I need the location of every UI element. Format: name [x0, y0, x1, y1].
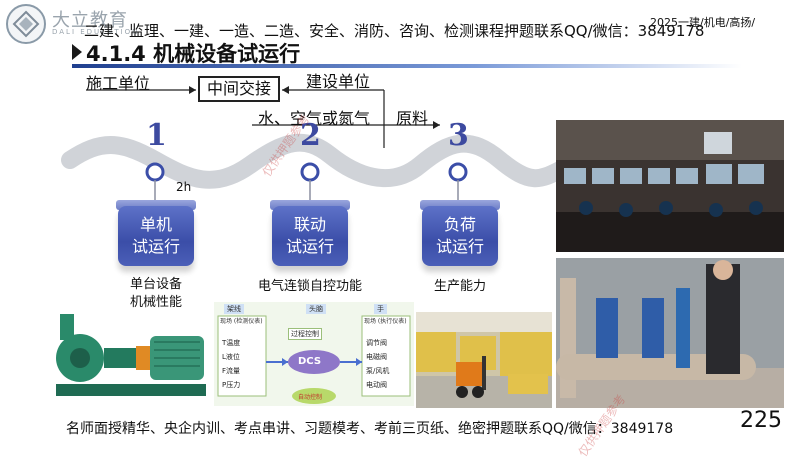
- dcs-top-mid: 头脑: [306, 304, 326, 314]
- stage-3-title: 负荷: [443, 215, 476, 234]
- dcs-right-item: 调节阀: [366, 339, 387, 347]
- stage-2-number: 2: [300, 118, 321, 153]
- stage-3-number: 3: [448, 118, 469, 153]
- slurry-pump-photo: [46, 306, 214, 402]
- stage-3-tab: [420, 200, 500, 210]
- stage-1-desc-line2: 机械性能: [129, 295, 182, 310]
- footer-ad-banner: 名师面授精华、央企内训、考点串讲、习题模考、考前三页纸、绝密押题联系QQ/微信：…: [66, 421, 674, 437]
- stage-1-description: 单台设备 机械性能: [108, 276, 204, 312]
- stage-2-subtitle: 试运行: [285, 237, 334, 256]
- dcs-left-item: L液位: [222, 353, 240, 361]
- stage-2-description: 电气连锁自控功能: [257, 279, 362, 294]
- dcs-top-right: 手: [374, 304, 387, 314]
- dcs-left-item: P压力: [222, 381, 241, 389]
- stage-1-card: 单机 试运行: [118, 206, 194, 266]
- dcs-left-box-title: 现场 (检测仪表): [220, 318, 263, 325]
- dcs-process-control: 过程控制: [288, 328, 322, 340]
- pump-station-photo: [556, 258, 784, 408]
- stage-1-tab: [116, 200, 196, 210]
- control-room-photo: [556, 120, 784, 252]
- stage-1-desc-line1: 单台设备: [129, 277, 182, 292]
- warehouse-forklift-photo: [416, 312, 552, 408]
- dcs-top-left: 架线: [224, 304, 244, 314]
- raw-material-label: 原料: [396, 109, 429, 128]
- dcs-diagram: 架线 头脑 手 现场 (检测仪表) T温度 L液位 F流量 P压力 现场 (执行…: [214, 302, 414, 406]
- logo-emblem: [6, 4, 46, 44]
- stage-3-card: 负荷 试运行: [422, 206, 498, 266]
- stage-wave-track: [61, 133, 560, 202]
- stage-3-description: 生产能力: [433, 279, 486, 294]
- logo-text: 大立教育: [52, 10, 128, 31]
- top-ad-banner: 二建、监理、一建、一造、二造、安全、消防、咨询、检测课程押题联系QQ/微信：38…: [84, 22, 705, 40]
- left-party-label: 施工单位: [86, 74, 151, 93]
- stage-2-title: 联动: [293, 215, 326, 234]
- dcs-left-items: T温度 L液位 F流量 P压力: [222, 336, 240, 392]
- logo-subtitle: DALI EDUCATION: [52, 28, 140, 36]
- slide-title: 4.1.4 机械设备试运行: [86, 42, 301, 66]
- stage-1-duration: 2h: [176, 180, 192, 194]
- course-tag: 2025一建/机电/高扬/: [650, 16, 756, 29]
- dcs-bottom-label: 自动控制: [298, 394, 323, 401]
- title-arrow-icon: [72, 44, 82, 60]
- stage-2-card: 联动 试运行: [272, 206, 348, 266]
- dcs-right-box-title: 现场 (执行仪表): [364, 318, 407, 325]
- dcs-right-items: 调节阀 电磁阀 泵/风机 电动阀: [366, 336, 389, 392]
- materials-label: 水、空气或氮气: [258, 109, 371, 128]
- stage-2-tab: [270, 200, 350, 210]
- dcs-left-item: F流量: [222, 367, 241, 375]
- dcs-right-item: 电动阀: [366, 381, 387, 389]
- stage-1-subtitle: 试运行: [131, 237, 180, 256]
- dcs-right-item: 泵/风机: [366, 367, 390, 375]
- handover-box: 中间交接: [198, 76, 280, 102]
- dcs-left-item: T温度: [222, 339, 241, 347]
- stage-1-title: 单机: [139, 215, 172, 234]
- flow-arrows: [86, 86, 440, 148]
- dcs-center-label: DCS: [298, 356, 322, 367]
- stage-1-number: 1: [146, 118, 167, 153]
- right-party-label: 建设单位: [306, 72, 371, 91]
- page-number: 225: [740, 408, 782, 433]
- dcs-right-item: 电磁阀: [366, 353, 387, 361]
- title-underline: [72, 64, 742, 68]
- stage-3-subtitle: 试运行: [435, 237, 484, 256]
